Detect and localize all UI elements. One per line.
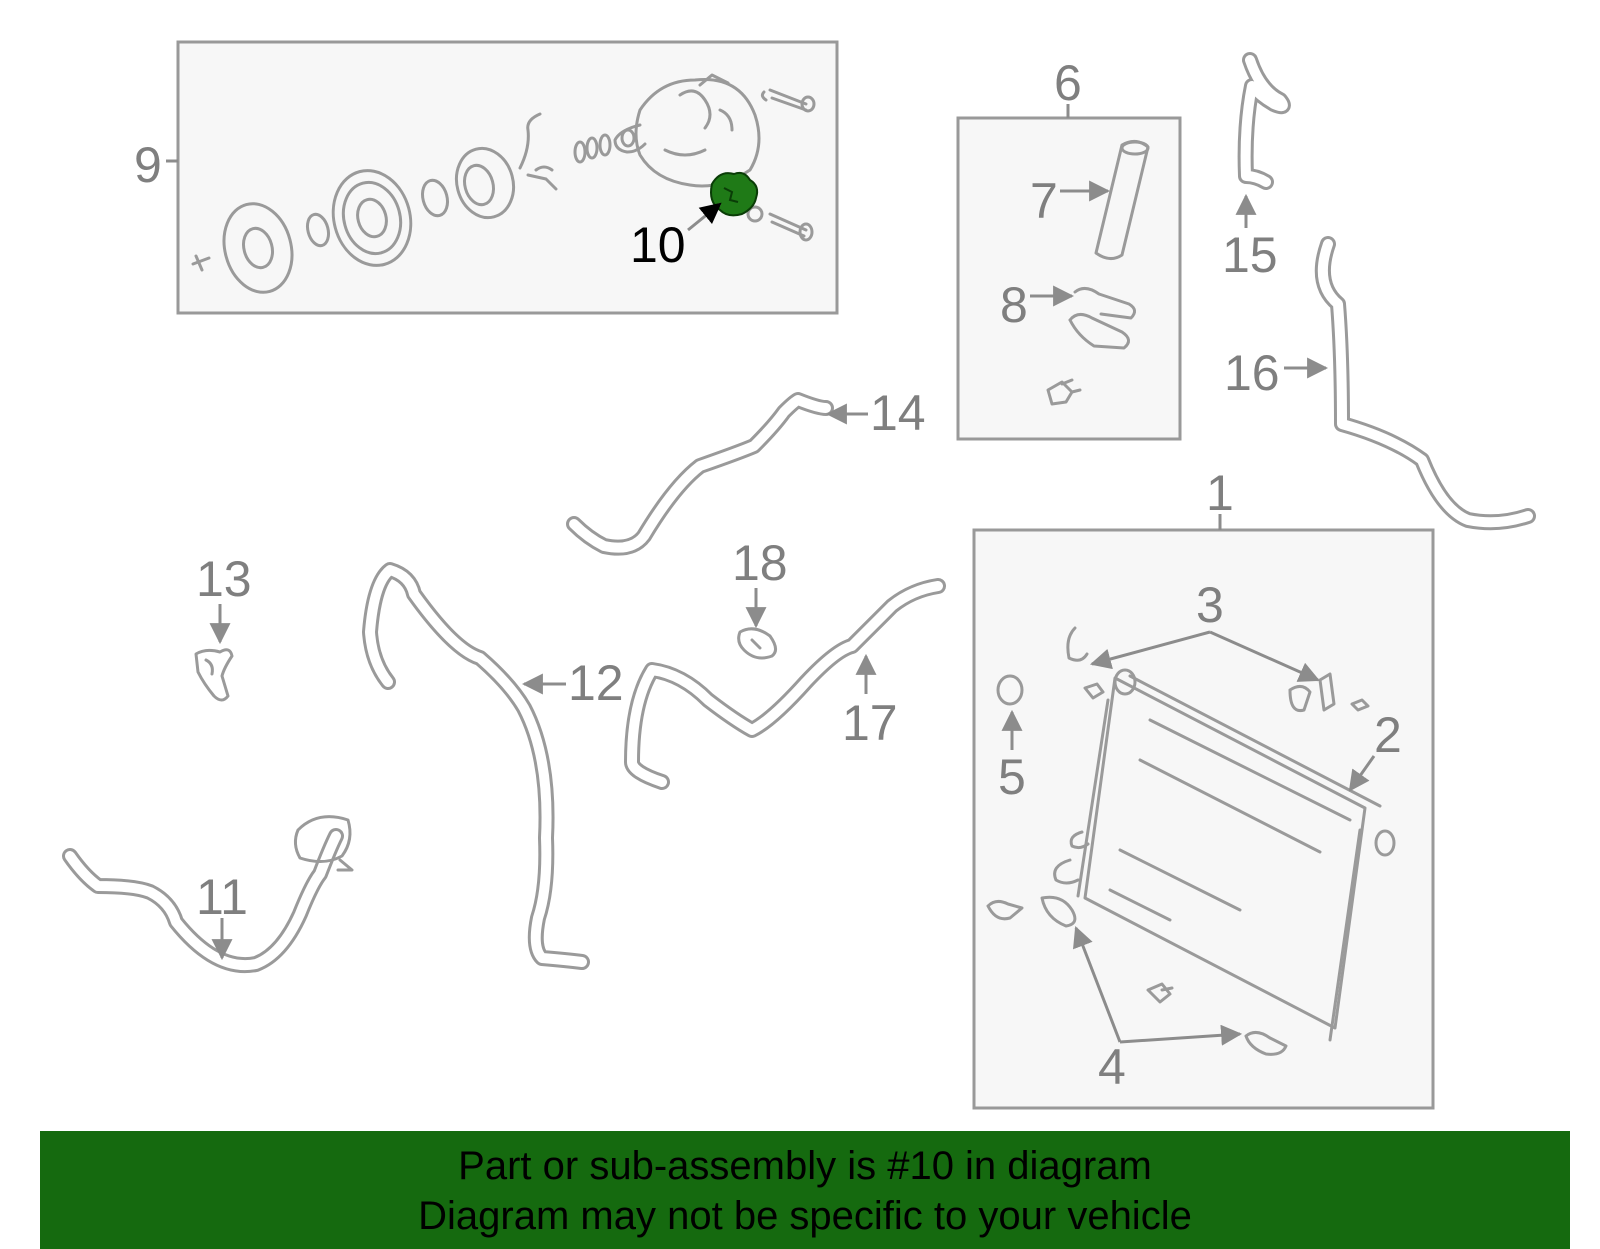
callout-5[interactable]: 5 xyxy=(998,749,1026,805)
callout-14[interactable]: 14 xyxy=(870,385,926,441)
callout-16[interactable]: 16 xyxy=(1224,345,1280,401)
leader-10 xyxy=(687,202,722,232)
bracket-13 xyxy=(194,648,234,702)
callout-18[interactable]: 18 xyxy=(732,535,788,591)
callout-8[interactable]: 8 xyxy=(1000,277,1028,333)
callout-3[interactable]: 3 xyxy=(1196,577,1224,633)
callout-15[interactable]: 15 xyxy=(1222,227,1278,283)
footer-line-2: Diagram may not be specific to your vehi… xyxy=(418,1194,1192,1238)
hose-14 xyxy=(566,392,834,556)
hose-17 xyxy=(624,578,946,790)
condenser-parts xyxy=(986,626,1396,1056)
callout-1[interactable]: 1 xyxy=(1206,465,1234,521)
hose-12 xyxy=(362,562,590,970)
callout-11[interactable]: 11 xyxy=(196,869,248,925)
switch-18 xyxy=(737,627,777,660)
callout-10[interactable]: 10 xyxy=(630,217,686,273)
compressor-parts xyxy=(191,73,816,294)
callout-7[interactable]: 7 xyxy=(1030,173,1058,229)
callout-17[interactable]: 17 xyxy=(842,695,898,751)
hose-16 xyxy=(1314,236,1536,531)
hose-15 xyxy=(1237,52,1291,190)
callout-9[interactable]: 9 xyxy=(134,137,162,193)
footer-banner: Part or sub-assembly is #10 in diagram D… xyxy=(40,1131,1570,1249)
drier-parts xyxy=(1046,140,1150,406)
part-10-highlight[interactable] xyxy=(710,171,759,217)
callout-12[interactable]: 12 xyxy=(568,655,624,711)
callout-4[interactable]: 4 xyxy=(1098,1039,1126,1095)
callout-13[interactable]: 13 xyxy=(196,551,252,607)
footer-line-1: Part or sub-assembly is #10 in diagram xyxy=(458,1144,1152,1188)
condenser-assembly-box xyxy=(972,528,1435,1110)
callout-2[interactable]: 2 xyxy=(1374,707,1402,763)
callout-6[interactable]: 6 xyxy=(1054,55,1082,111)
